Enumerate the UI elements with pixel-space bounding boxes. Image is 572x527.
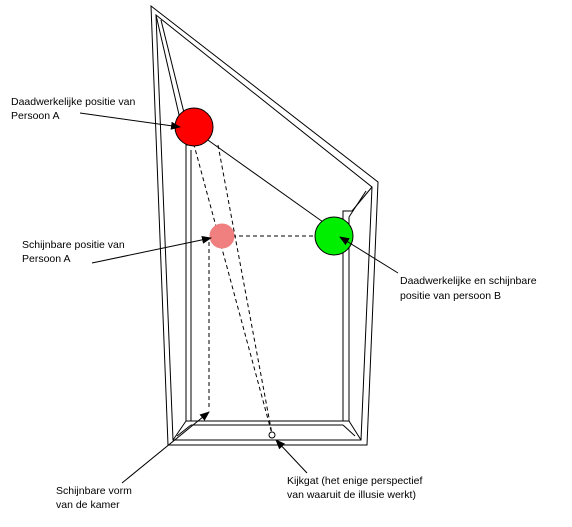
arrow-peephole (275, 439, 308, 474)
arrow-person-a-apparent (91, 235, 212, 264)
label-person-b: Daadwerkelijke en schijnbare positie van… (400, 275, 540, 302)
person-a-actual-circle (174, 107, 214, 147)
arrow-person-a-actual (79, 112, 181, 130)
back-wall (185, 144, 352, 426)
label-person-a-actual: Daadwerkelijke positie van Persoon A (11, 96, 138, 122)
arrows (79, 112, 399, 484)
label-apparent-room: Schijnbare vorm van de kamer (56, 485, 135, 511)
person-b-circle (314, 216, 354, 256)
arrow-apparent-room (121, 411, 210, 484)
label-person-a-apparent: Schijnbare positie van Persoon A (22, 239, 128, 265)
room-outer-wall (150, 4, 379, 446)
arrow-person-b (339, 236, 399, 274)
dashed-sight-lines (189, 129, 317, 435)
corner-connectors (155, 14, 373, 441)
peephole (268, 431, 276, 439)
label-peephole: Kijkgat (het enige perspectief van waaru… (287, 475, 425, 501)
person-a-apparent-circle (209, 223, 235, 249)
